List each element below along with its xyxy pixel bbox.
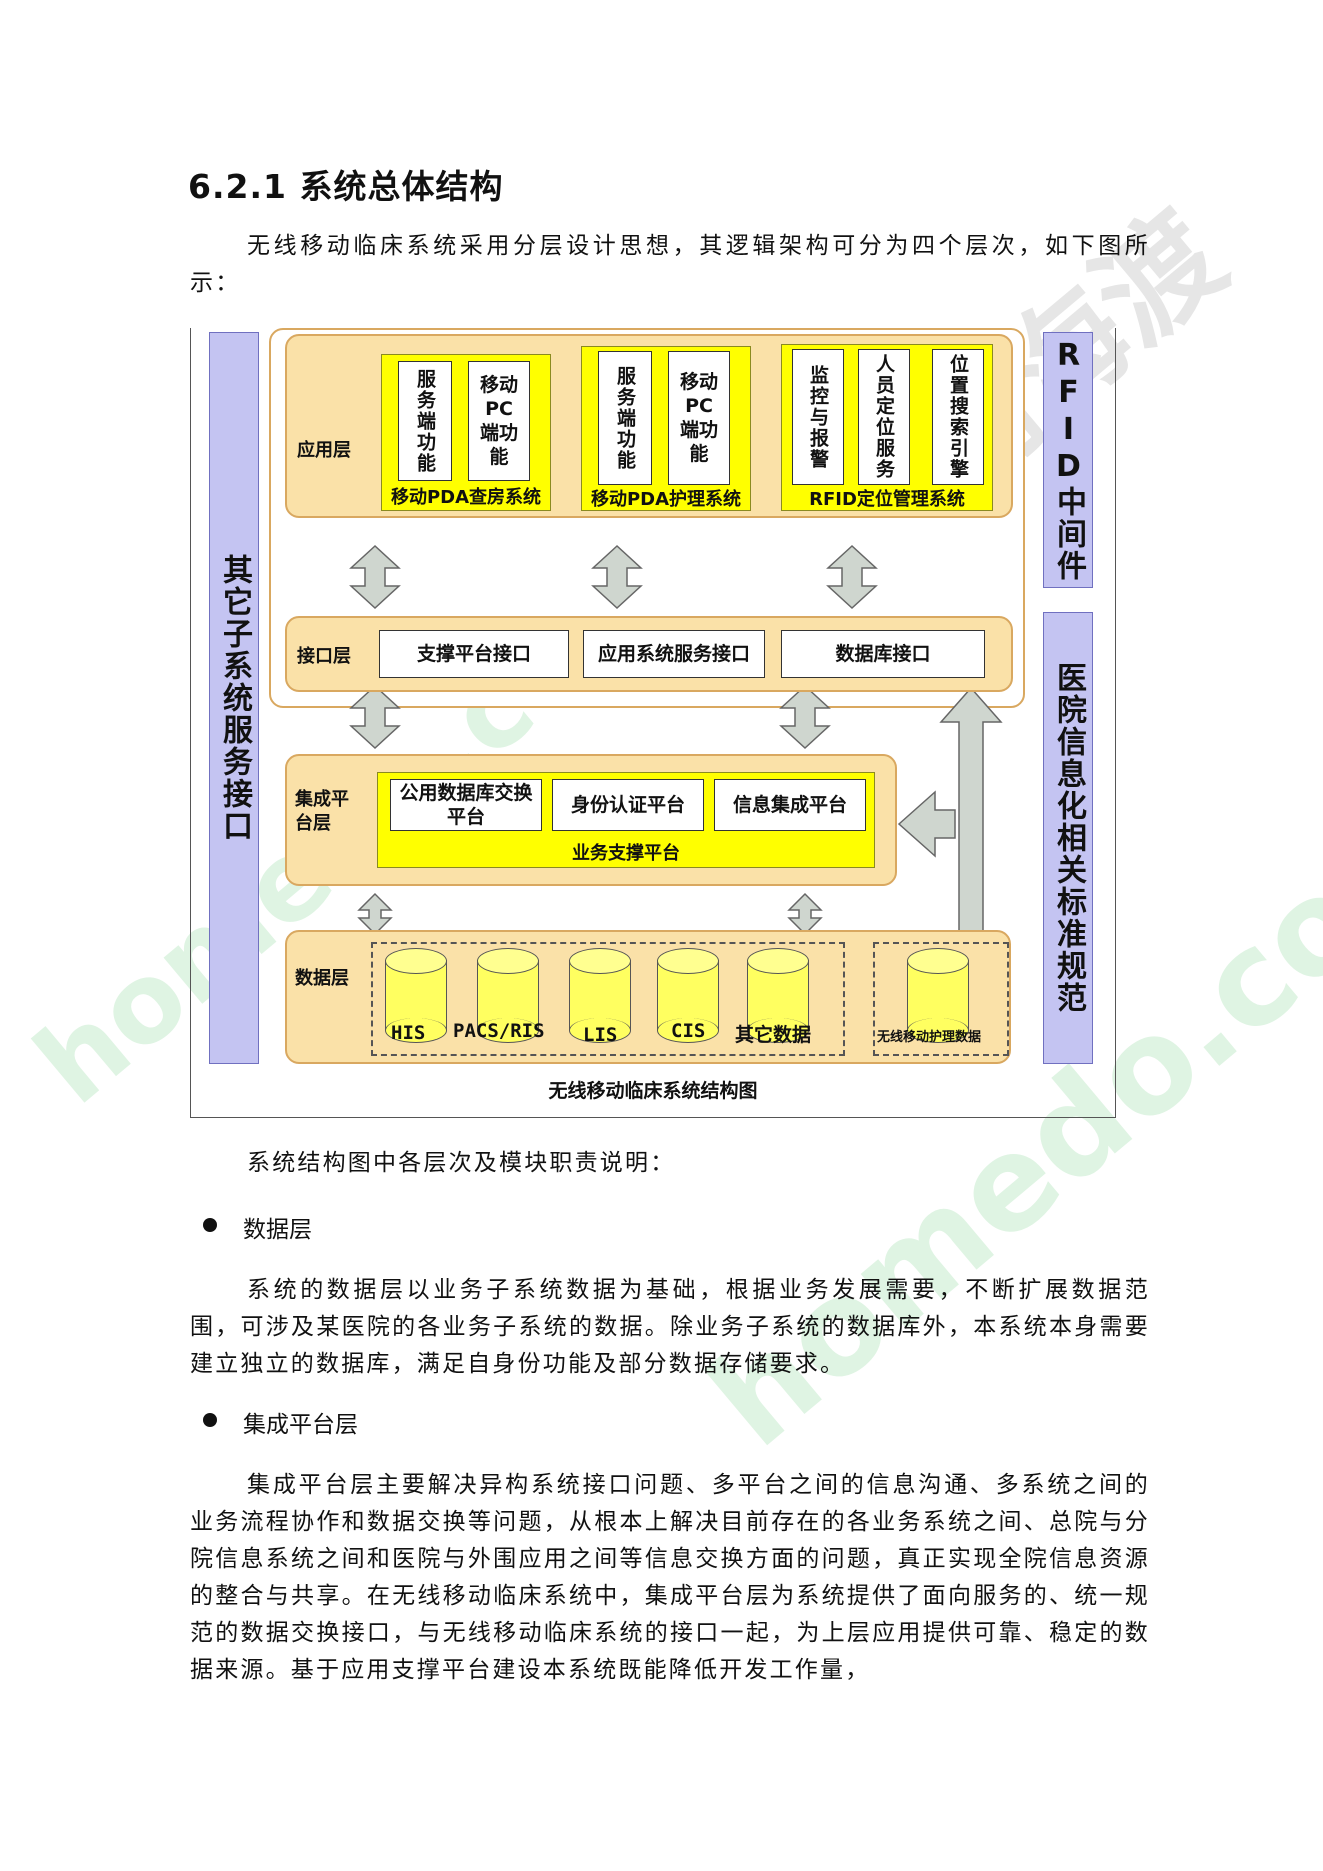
interface-item: 应用系统服务接口 [583,630,765,678]
interface-item: 支撑平台接口 [379,630,569,678]
integration-item: 信息集成平台 [714,779,866,831]
other-subsystem-interface-bar: 其它子系统服务接口 [209,332,259,1064]
bullet-data-layer: 数据层 [203,1210,312,1244]
bullet-icon [203,1218,217,1232]
standards-bar: 医院信息化相关标准规范 [1043,612,1093,1064]
app-item: 移动PC端功能 [468,361,530,481]
double-arrow-icon [357,892,393,936]
database-icon [477,948,539,1043]
diagram-caption: 无线移动临床系统结构图 [548,1080,758,1102]
double-arrow-icon [591,544,643,610]
db-label: PACS/RIS [453,1020,545,1042]
connector-arrows [349,544,1003,984]
database-icon [907,948,969,1043]
database-icon [747,948,809,1043]
business-support-platform: 公用数据库交换平台 身份认证平台 信息集成平台 业务支撑平台 [377,772,875,868]
integration-item: 公用数据库交换平台 [390,779,542,831]
rfid-middleware-bar: RFID中间件 [1043,332,1093,588]
left-arrow-icon [897,790,956,858]
database-icon [569,948,631,1043]
app-item: 服务端功能 [398,361,452,481]
pda-rounds-system: 服务端功能 移动PC端功能 移动PDA查房系统 [381,354,551,511]
intro-paragraph: 无线移动临床系统采用分层设计思想，其逻辑架构可分为四个层次，如下图所示： [190,233,1150,296]
double-arrow-icon [349,684,401,750]
db-label: CIS [671,1020,706,1042]
pda-nursing-system: 服务端功能 移动PC端功能 移动PDA护理系统 [581,346,751,511]
system-name: 移动PDA查房系统 [390,487,542,508]
integration-layer-paragraph: 集成平台层主要解决异构系统接口问题、多平台之间的信息沟通、多系统之间的业务流程协… [190,1472,1150,1683]
integration-layer-label: 集成平台层 [295,789,349,834]
app-item: 监控与报警 [792,349,844,485]
integration-layer: 集成平台层 公用数据库交换平台 身份认证平台 信息集成平台 业务支撑平台 [285,754,897,886]
own-db-group [873,942,1009,1056]
db-label: 无线移动护理数据 [877,1030,982,1045]
db-label: 其它数据 [735,1024,812,1046]
app-item: 移动PC端功能 [668,351,730,485]
platform-label: 业务支撑平台 [572,843,680,864]
app-item: 服务端功能 [598,351,652,485]
database-icon [385,948,447,1043]
system-name: RFID定位管理系统 [809,489,965,510]
bullet-integration-layer: 集成平台层 [203,1405,358,1439]
interface-item: 数据库接口 [781,630,985,678]
business-db-group [371,942,845,1056]
data-layer-paragraph: 系统的数据层以业务子系统数据为基础，根据业务发展需要，不断扩展数据范围，可涉及某… [190,1277,1150,1377]
double-arrow-icon [349,544,401,610]
architecture-diagram: 其它子系统服务接口 RFID中间件 医院信息化相关标准规范 应用层 服务端功能 … [190,328,1116,1118]
data-layer-label: 数据层 [295,968,349,989]
intro2-paragraph: 系统结构图中各层次及模块职责说明： [247,1150,676,1176]
database-icon [657,948,719,1043]
db-label: HIS [391,1022,426,1044]
rfid-positioning-system: 监控与报警 人员定位服务 位置搜索引擎 RFID定位管理系统 [781,344,993,511]
bullet-icon [203,1413,217,1427]
section-heading: 6.2.1 系统总体结构 [188,167,504,206]
double-arrow-icon [787,892,823,936]
interface-layer-label: 接口层 [297,646,351,667]
db-label: LIS [583,1024,618,1046]
app-item: 人员定位服务 [858,349,910,485]
app-layer: 应用层 服务端功能 移动PC端功能 移动PDA查房系统 服务端功能 移动PC端功… [285,334,1013,518]
app-layer-label: 应用层 [297,440,351,461]
app-item: 位置搜索引擎 [932,349,984,485]
system-name: 移动PDA护理系统 [590,489,742,510]
integration-item: 身份认证平台 [552,779,704,831]
double-arrow-icon [826,544,878,610]
interface-layer: 接口层 支撑平台接口 应用系统服务接口 数据库接口 [285,616,1013,692]
data-layer: 数据层 HIS PACS/RIS LIS CIS 其它数据 无线移动护理数据 [285,930,1011,1064]
double-arrow-icon [779,684,831,750]
